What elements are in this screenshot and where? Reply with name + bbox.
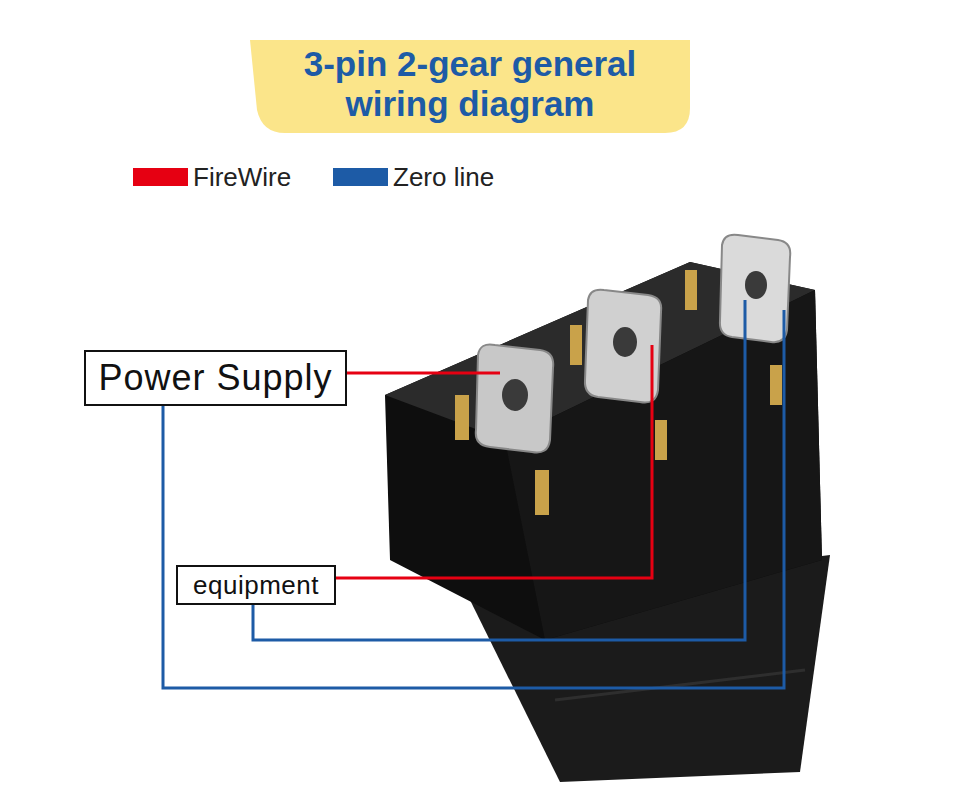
live-wire (336, 345, 652, 578)
tab-hole (613, 327, 637, 357)
equipment-box: equipment (176, 565, 336, 605)
legend-swatch (333, 168, 388, 186)
title-banner (250, 40, 690, 133)
tab-hole (745, 271, 767, 299)
node-label: equipment (193, 570, 319, 601)
gold-pin (570, 325, 582, 365)
node-label: Power Supply (98, 357, 332, 399)
legend-text: Zero line (393, 162, 494, 192)
live-wire (347, 372, 500, 375)
legend-text: FireWire (193, 162, 291, 192)
legend-swatch (133, 168, 188, 186)
tab-hole (502, 379, 528, 411)
terminal-tab (585, 290, 661, 403)
gold-pin (455, 395, 469, 440)
bezel-edge (555, 670, 805, 700)
diagram-title: 3-pin 2-gear general wiring diagram (270, 44, 670, 124)
gold-pin (770, 365, 782, 405)
gold-pin (685, 270, 697, 310)
power-supply-box: Power Supply (84, 350, 347, 406)
gold-pin (535, 470, 549, 515)
terminal-tab (476, 344, 553, 452)
terminal-tab (720, 235, 790, 343)
gold-pin (655, 420, 667, 460)
